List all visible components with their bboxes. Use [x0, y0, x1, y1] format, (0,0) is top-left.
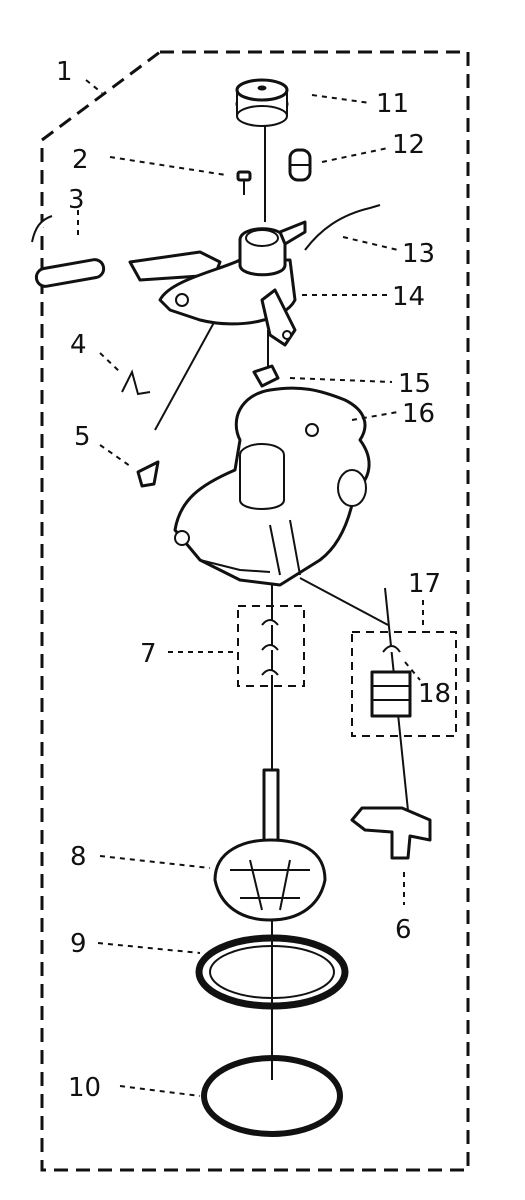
- callout-14: 14: [392, 282, 425, 312]
- leader-2: [109, 156, 227, 176]
- brake-frame-part-17: [351, 631, 457, 737]
- ring-part-9-inner: [209, 945, 335, 999]
- bracket-part-6: [350, 806, 432, 860]
- spring-block-part-17: [370, 670, 412, 718]
- gear-housing-part-16: [173, 386, 371, 587]
- bushing-part-12: [288, 148, 312, 182]
- clip-part-3: [31, 215, 53, 243]
- leader-4: [99, 352, 121, 373]
- callout-2: 2: [72, 145, 89, 175]
- lever-assembly-part-14: [128, 220, 307, 347]
- callout-18: 18: [418, 679, 451, 709]
- leader-9: [97, 942, 201, 954]
- callout-13: 13: [402, 239, 435, 269]
- screw-part-2: [236, 170, 252, 195]
- right-guide: [299, 577, 389, 626]
- callout-15: 15: [398, 369, 431, 399]
- callout-11: 11: [376, 89, 409, 119]
- spring-clip-part-4: [121, 369, 151, 396]
- callout-4: 4: [70, 330, 87, 360]
- callout-5: 5: [74, 422, 91, 452]
- spring-part-13: [304, 204, 381, 251]
- callout-12: 12: [392, 130, 425, 160]
- washer-part-15: [252, 364, 280, 388]
- leader-16: [351, 411, 399, 421]
- leader-10: [119, 1085, 201, 1097]
- ring-part-9: [195, 934, 349, 1010]
- leader-13: [342, 236, 399, 251]
- leader-15: [289, 377, 393, 383]
- clip-part-18: [382, 645, 401, 653]
- callout-8: 8: [70, 842, 87, 872]
- callout-1: 1: [56, 57, 73, 87]
- callout-6: 6: [395, 915, 412, 945]
- leader-11: [311, 94, 371, 104]
- clips-part-7: [261, 619, 279, 676]
- clip-set-frame-part-7: [237, 605, 305, 687]
- leader-1: [85, 79, 103, 94]
- callout-10: 10: [68, 1073, 101, 1103]
- callout-3: 3: [68, 185, 85, 215]
- leader-18: [404, 661, 421, 681]
- tab-part-5: [136, 460, 160, 488]
- impeller-part-8: [213, 768, 327, 922]
- assembly-outline-frame: [40, 50, 470, 1172]
- leader-5: [99, 444, 131, 467]
- callout-7: 7: [140, 639, 157, 669]
- callout-9: 9: [70, 929, 87, 959]
- leader-8: [99, 855, 211, 869]
- pin-part-3: [34, 258, 106, 288]
- pulley-part-11: [235, 78, 289, 127]
- callout-17: 17: [408, 569, 441, 599]
- ring-part-10: [201, 1055, 343, 1137]
- callout-16: 16: [402, 399, 435, 429]
- leader-12: [321, 147, 389, 163]
